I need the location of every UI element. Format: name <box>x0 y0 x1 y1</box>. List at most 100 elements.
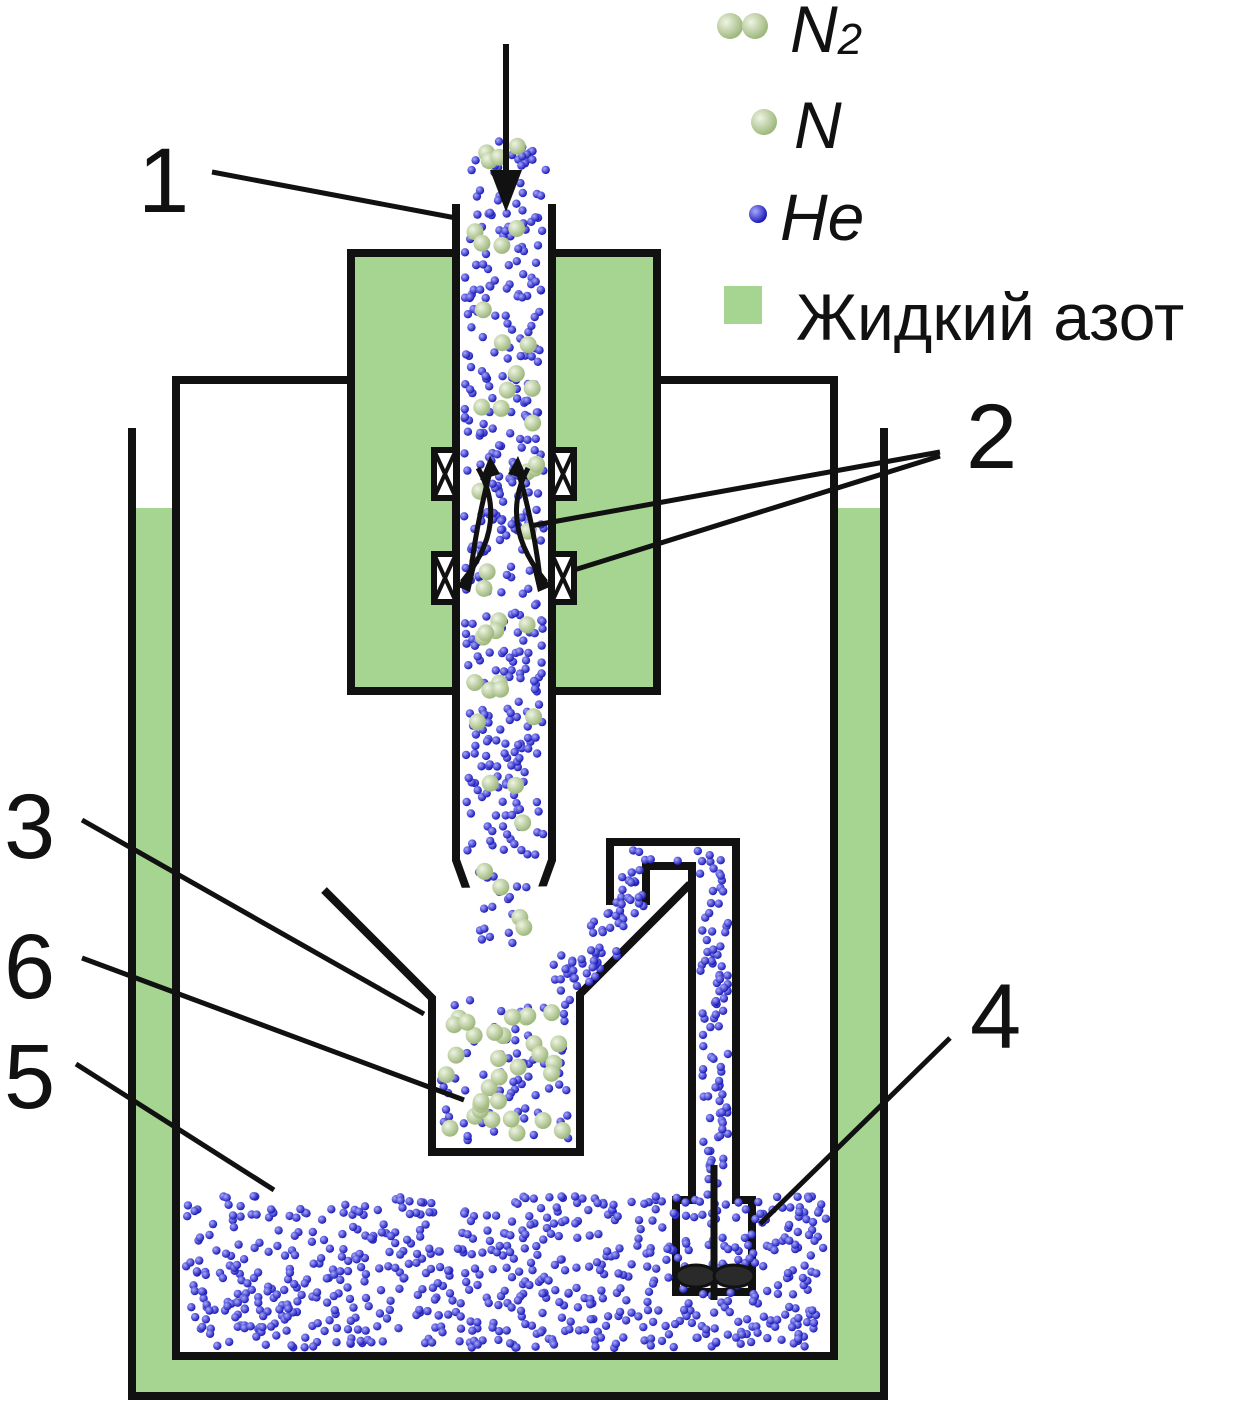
helium-particle <box>252 1332 261 1341</box>
helium-particle <box>627 1260 636 1269</box>
nitrogen-particle <box>493 236 511 254</box>
helium-particle <box>781 1310 790 1319</box>
helium-particle <box>473 1340 482 1349</box>
helium-particle <box>337 1252 347 1261</box>
helium-particle <box>706 857 715 866</box>
helium-particle <box>441 1105 451 1114</box>
helium-particle <box>746 1337 756 1347</box>
helium-particle <box>527 1321 537 1330</box>
helium-particle <box>280 1251 290 1260</box>
helium-particle <box>756 1209 765 1219</box>
helium-particle <box>784 1220 794 1230</box>
helium-particle <box>521 1193 530 1203</box>
helium-particle <box>794 1313 803 1323</box>
helium-particle <box>462 639 471 648</box>
helium-particle <box>459 1119 468 1128</box>
helium-particle <box>484 1298 493 1308</box>
legend: N2 N He Жидкий азот <box>717 0 1184 354</box>
helium-particle <box>519 636 528 645</box>
helium-particle <box>527 321 536 331</box>
helium-particle <box>478 260 488 269</box>
helium-particle <box>538 1308 547 1318</box>
nitrogen-particle <box>445 1016 463 1034</box>
helium-particle <box>806 1251 815 1260</box>
helium-particle <box>804 1194 813 1203</box>
helium-particle <box>524 584 533 593</box>
helium-particle <box>199 1294 208 1303</box>
helium-particle <box>716 856 725 865</box>
helium-particle <box>560 1266 570 1275</box>
helium-particle <box>644 1287 654 1297</box>
helium-particle <box>183 1212 192 1221</box>
helium-particle <box>537 658 546 667</box>
helium-particle <box>460 449 469 458</box>
helium-particle <box>734 1317 743 1327</box>
helium-particle <box>460 412 470 422</box>
helium-particle <box>463 846 472 855</box>
helium-particle <box>466 1216 476 1226</box>
helium-particle <box>646 1334 656 1343</box>
helium-particle <box>566 1317 575 1326</box>
helium-particle <box>448 1296 457 1305</box>
helium-particle <box>513 1199 522 1209</box>
legend-he-label: He <box>780 180 864 254</box>
helium-particle <box>591 972 600 981</box>
helium-particle <box>573 1303 583 1312</box>
helium-particle <box>205 1230 214 1240</box>
helium-particle <box>592 1258 602 1267</box>
helium-particle <box>521 1230 530 1239</box>
helium-particle <box>525 566 534 575</box>
helium-particle <box>412 1258 421 1268</box>
helium-particle <box>505 672 514 682</box>
helium-particle <box>586 1300 595 1309</box>
helium-particle <box>379 1220 388 1229</box>
helium-particle <box>517 161 526 170</box>
helium-particle <box>308 1227 317 1237</box>
leader-2a <box>529 449 941 529</box>
helium-particle <box>818 1243 828 1253</box>
helium-particle <box>233 1289 242 1299</box>
helium-particle <box>325 1244 335 1253</box>
helium-particle <box>703 1146 713 1156</box>
helium-particle <box>420 1338 430 1348</box>
helium-particle <box>562 1086 571 1095</box>
helium-particle <box>556 986 566 995</box>
helium-particle <box>462 1277 471 1287</box>
helium-particle <box>640 1336 649 1345</box>
stirrer-blade-left <box>674 1263 718 1289</box>
helium-particle <box>421 1220 430 1229</box>
helium-particle <box>741 1205 750 1214</box>
helium-particle <box>332 1338 341 1347</box>
helium-particle <box>361 1270 371 1279</box>
helium-particle <box>491 311 500 320</box>
helium-particle <box>488 1265 497 1274</box>
helium-particle <box>723 1330 732 1339</box>
legend-n-label: N <box>794 88 842 162</box>
nitrogen-particle <box>509 1058 527 1076</box>
helium-particle <box>709 864 718 873</box>
helium-particle <box>512 394 522 403</box>
helium-particle <box>272 1331 281 1340</box>
helium-particle <box>715 1131 725 1140</box>
helium-particle <box>498 372 507 381</box>
leader-4 <box>758 1036 952 1226</box>
nitrogen-particle <box>515 918 533 936</box>
helium-particle <box>496 525 506 534</box>
helium-particle <box>290 1250 300 1260</box>
helium-particle <box>259 1311 268 1321</box>
helium-particle <box>603 909 612 918</box>
nitrogen-particle <box>507 365 525 383</box>
helium-particle <box>502 1263 511 1273</box>
helium-particle <box>559 1009 569 1019</box>
helium-particle <box>616 1284 625 1293</box>
helium-particle <box>339 1208 348 1217</box>
helium-particle <box>191 1312 200 1322</box>
helium-particle <box>521 1104 530 1113</box>
helium-particle <box>544 1276 553 1285</box>
helium-particle <box>699 1042 708 1051</box>
helium-particle <box>246 1322 255 1331</box>
helium-particle <box>505 1247 515 1257</box>
helium-particle <box>523 435 532 444</box>
helium-particle <box>498 822 508 831</box>
helium-particle <box>492 762 502 771</box>
